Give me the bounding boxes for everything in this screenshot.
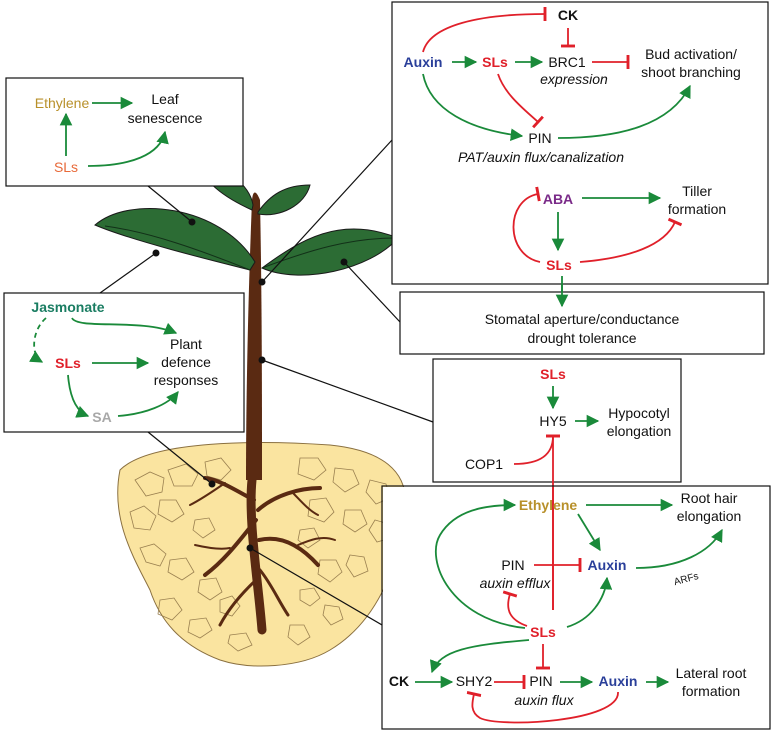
leaf-dot-2: [340, 258, 348, 266]
sls2-label: SLs: [546, 257, 572, 273]
sls-label: SLs: [482, 54, 508, 70]
hypocotyl-line2: elongation: [607, 423, 672, 439]
inhibit-auxin-ck: [422, 6, 547, 53]
connector-lines: [99, 139, 434, 626]
arrow-jasmonate-sls: [29, 317, 47, 363]
hypocotyl-line1: Hypocotyl: [608, 405, 669, 421]
ck-label: CK: [389, 673, 409, 689]
leaf-dot-1: [188, 218, 196, 226]
inhibit-sls-tiller: [579, 217, 683, 263]
roots: [189, 475, 336, 635]
pin-label: PIN: [528, 130, 551, 146]
inhibit-sls-pin: [502, 590, 528, 627]
hy5-label: HY5: [539, 413, 566, 429]
auxin-label: Auxin: [588, 557, 627, 573]
arrow-jasmonate-defence: [71, 317, 178, 335]
shy2-label: SHY2: [456, 673, 493, 689]
bud-activation-line1: Bud activation/: [645, 46, 737, 62]
arrow-pin-bud: [557, 84, 691, 139]
tiller-line2: formation: [668, 201, 726, 217]
panel-hypocotyl: SLs HY5 Hypocotyl elongation COP1: [432, 358, 682, 610]
bud-activation-line2: shoot branching: [641, 64, 741, 80]
aba-label: ABA: [543, 191, 573, 207]
ethylene-label: Ethylene: [35, 95, 90, 111]
sls-label: SLs: [540, 366, 566, 382]
inhibit-auxin-shy2: [466, 691, 619, 724]
leaf-senescence-line1: Leaf: [151, 91, 178, 107]
pin2-label: PIN: [529, 673, 552, 689]
sls-label: SLs: [54, 159, 78, 175]
arrow-auxin-pin: [422, 73, 524, 141]
arrow-auxin-roothair: [635, 528, 723, 569]
arrow-sls-auxin: [566, 576, 613, 628]
stomatal-line2: drought tolerance: [528, 330, 637, 346]
arrow-sls-sa: [67, 374, 90, 418]
lateral-root-line1: Lateral root: [676, 665, 747, 681]
auxin-label: Auxin: [404, 54, 443, 70]
pin-label: PIN: [501, 557, 524, 573]
sa-label: SA: [92, 409, 111, 425]
plant-line3: responses: [154, 372, 219, 388]
ck-label: CK: [558, 7, 578, 23]
inhibit-sls-pin: [497, 73, 544, 129]
leaf-senescence-line2: senescence: [128, 110, 203, 126]
panel-defence: Jasmonate SLs Plant defence responses SA: [3, 292, 245, 433]
root-hair-line2: elongation: [677, 508, 742, 524]
plant-line1: Plant: [170, 336, 202, 352]
panel-leaf-senescence: Ethylene Leaf senescence SLs: [5, 77, 244, 187]
auxin-efflux-label: auxin efflux: [480, 575, 552, 591]
root-dot-1: [208, 480, 216, 488]
plant-line2: defence: [161, 354, 211, 370]
sls-label: SLs: [55, 355, 81, 371]
root-hair-line1: Root hair: [681, 490, 738, 506]
ethylene-label: Ethylene: [519, 497, 578, 513]
stem-dot-2: [258, 356, 266, 364]
arrow-sls-ethylene: [435, 498, 526, 629]
panel-root: Ethylene Root hair elongation PIN auxin …: [381, 485, 771, 730]
tiller-line1: Tiller: [682, 183, 712, 199]
brc1-label: BRC1: [548, 54, 586, 70]
inhibit-sls-aba: [512, 186, 541, 263]
cop1-label: COP1: [465, 456, 503, 472]
arrow-sls-shy2: [429, 639, 530, 674]
panel-shoot-branching: CK Auxin SLs BRC1 expression Bud activat…: [391, 1, 769, 308]
stem: [246, 192, 262, 480]
root-dot-2: [246, 544, 254, 552]
stem-dot-1: [258, 278, 266, 286]
auxin-flux-label: auxin flux: [514, 692, 574, 708]
pat-label: PAT/auxin flux/canalization: [458, 149, 624, 165]
auxin2-label: Auxin: [599, 673, 638, 689]
arrow-ethylene-auxin: [577, 513, 601, 552]
lateral-root-line2: formation: [682, 683, 740, 699]
panel-stomatal: Stomatal aperture/conductance drought to…: [399, 284, 765, 355]
arrow-sls-senescence: [87, 130, 169, 167]
leaf-dot-3: [152, 249, 160, 257]
expression-label: expression: [540, 71, 608, 87]
arrow-sa-defence: [117, 391, 179, 417]
sls-label: SLs: [530, 624, 556, 640]
jasmonate-label: Jasmonate: [31, 299, 104, 315]
stomatal-line1: Stomatal aperture/conductance: [485, 311, 680, 327]
